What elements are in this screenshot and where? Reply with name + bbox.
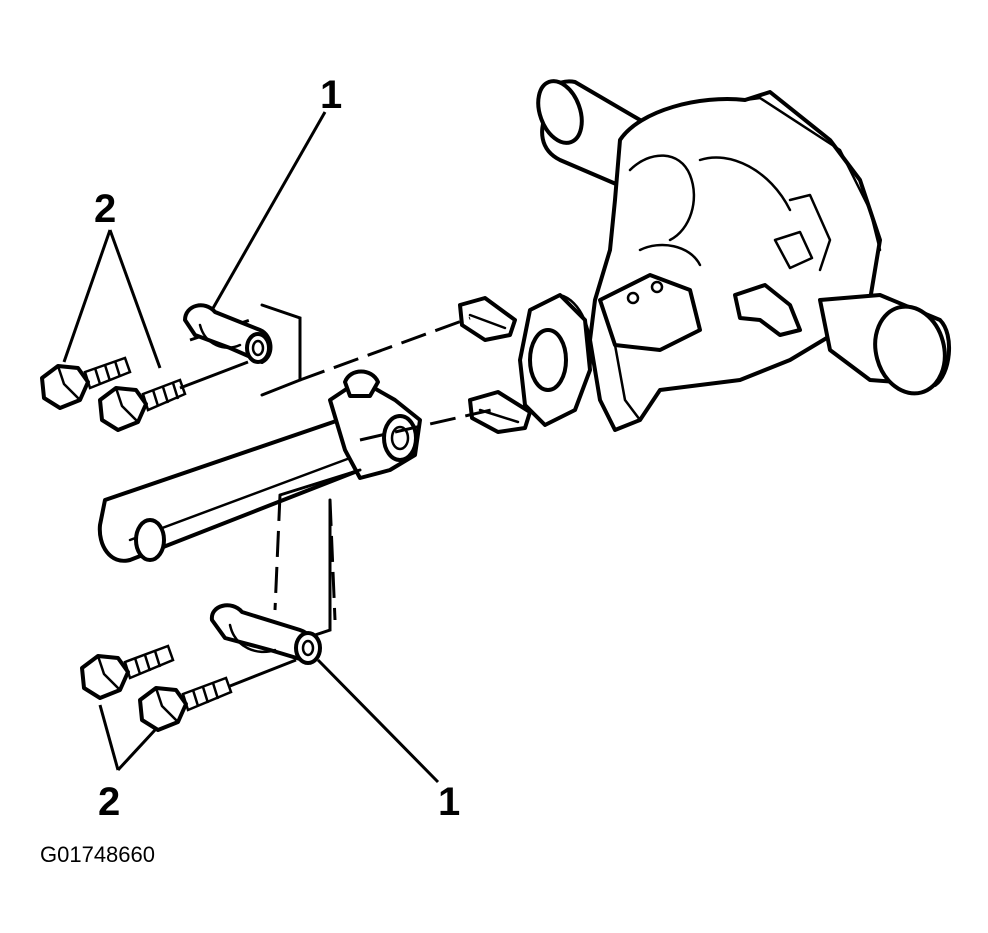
callout-lower-strap: 1: [438, 780, 460, 824]
callout-upper-bolts: 2: [94, 187, 116, 231]
rear-axle-housing: [536, 79, 952, 432]
callout-lower-bolts: 2: [98, 780, 120, 824]
callout-leaders: [62, 111, 440, 784]
pinion-yoke: [518, 293, 593, 427]
u-joint-bearing-caps: [458, 296, 532, 434]
upper-u-joint-strap: [183, 303, 273, 364]
upper-strap-bolts: [40, 356, 249, 432]
figure-id: G01748660: [40, 842, 155, 867]
driveshaft: [97, 369, 422, 563]
lower-u-joint-strap: [209, 603, 322, 665]
lower-strap-bolts: [80, 644, 297, 732]
callout-upper-strap: 1: [320, 73, 342, 117]
